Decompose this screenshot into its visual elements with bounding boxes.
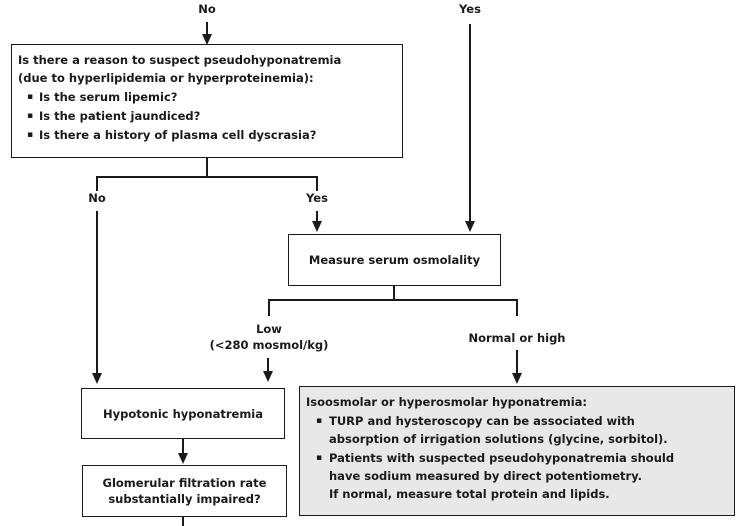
label-normal-or-high: Normal or high xyxy=(468,331,566,345)
info-box-isoosmolar: Isoosmolar or hyperosmolar hyponatremia:… xyxy=(299,386,735,516)
connector-measure-split xyxy=(268,299,518,301)
pseudo-line2: (due to hyperlipidemia or hyperproteinem… xyxy=(18,71,314,85)
arrowhead-no-branch-icon xyxy=(92,373,102,384)
label-low-line2: (<280 mosmol/kg) xyxy=(209,338,329,352)
bullet-item: ▪ Is there a history of plasma cell dysc… xyxy=(18,126,396,144)
arrowhead-yes-branch-icon xyxy=(312,221,322,232)
connector-no-top xyxy=(206,22,208,37)
isoosmolar-heading: Isoosmolar or hyperosmolar hyponatremia: xyxy=(306,395,588,409)
square-bullet-icon: ▪ xyxy=(27,111,34,121)
connector-yes-top xyxy=(469,24,471,223)
label-low: Low (<280 mosmol/kg) xyxy=(195,321,343,353)
connector-normal-stub xyxy=(516,299,518,316)
pseudo-line1: Is there a reason to suspect pseudohypon… xyxy=(18,53,342,67)
square-bullet-icon: ▪ xyxy=(316,453,323,463)
bullet-item: ▪ Is the patient jaundiced? xyxy=(18,107,396,125)
connector-pseudo-split xyxy=(96,176,318,178)
arrowhead-yes-top-icon xyxy=(465,221,475,232)
bullet-text: Is the patient jaundiced? xyxy=(39,109,201,123)
decision-box-pseudohyponatremia: Is there a reason to suspect pseudohypon… xyxy=(11,44,403,158)
label-yes-branch: Yes xyxy=(306,191,328,205)
bullet-text: TURP and hysteroscopy can be associated … xyxy=(329,414,668,446)
connector-yes-branch-line xyxy=(316,211,318,223)
bullet-item: ▪ Patients with suspected pseudohyponatr… xyxy=(306,449,728,503)
measure-osmolality-text: Measure serum osmolality xyxy=(308,253,481,267)
square-bullet-icon: ▪ xyxy=(27,92,34,102)
label-no-branch: No xyxy=(88,191,106,205)
arrowhead-normal-icon xyxy=(512,373,522,384)
arrowhead-no-top-icon xyxy=(202,34,212,45)
bullet-item: ▪ TURP and hysteroscopy can be associate… xyxy=(306,412,728,448)
arrowhead-low-icon xyxy=(263,371,273,382)
connector-no-branch-line xyxy=(96,211,98,374)
square-bullet-icon: ▪ xyxy=(27,130,34,140)
decision-box-gfr: Glomerular filtration rate substantially… xyxy=(82,465,287,517)
connector-measure-stem xyxy=(393,286,395,301)
bullet-item: ▪ Is the serum lipemic? xyxy=(18,88,396,106)
label-no-top: No xyxy=(198,2,216,16)
gfr-line2: substantially impaired? xyxy=(108,492,261,506)
square-bullet-icon: ▪ xyxy=(316,416,323,426)
connector-normal-arrow xyxy=(516,350,518,374)
connector-hypotonic-gfr xyxy=(182,439,184,455)
bullet-text: Patients with suspected pseudohyponatrem… xyxy=(329,451,675,501)
connector-pseudo-stem xyxy=(206,158,208,178)
gfr-line1: Glomerular filtration rate xyxy=(102,476,267,490)
connector-yes-branch-stub xyxy=(316,176,318,191)
hypotonic-text: Hypotonic hyponatremia xyxy=(102,406,264,421)
result-box-hypotonic: Hypotonic hyponatremia xyxy=(81,388,285,439)
arrowhead-hypotonic-gfr-icon xyxy=(178,453,188,464)
connector-low-arrow xyxy=(267,358,269,373)
process-box-measure-osmolality: Measure serum osmolality xyxy=(288,234,501,286)
label-yes-top: Yes xyxy=(459,2,481,16)
connector-low-stub xyxy=(268,299,270,316)
bullet-text: Is the serum lipemic? xyxy=(39,90,178,104)
bullet-text: Is there a history of plasma cell dyscra… xyxy=(39,128,317,142)
connector-no-branch-stub xyxy=(96,176,98,191)
label-low-line1: Low xyxy=(256,322,282,336)
connector-gfr-tail xyxy=(182,517,184,526)
